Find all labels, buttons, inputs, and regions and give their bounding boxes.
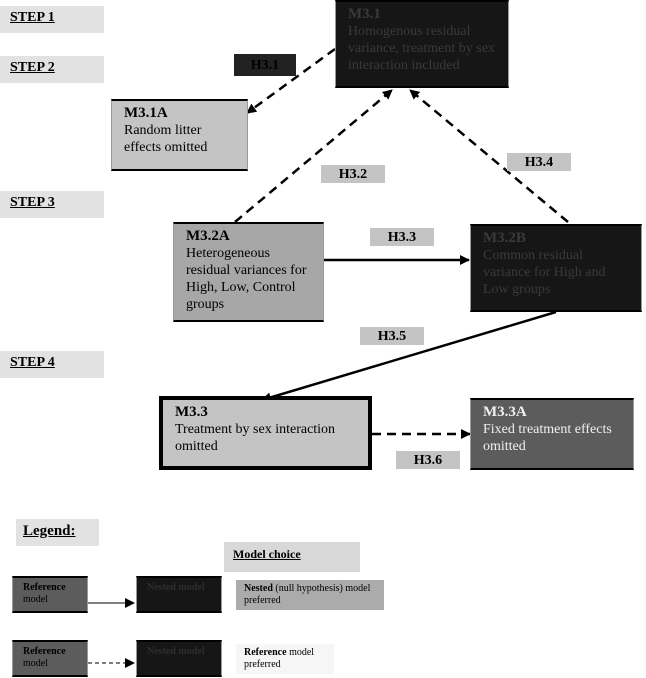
- model-m33a: M3.3A Fixed treatment effects omitted: [470, 398, 634, 470]
- model-m33a-title: M3.3A: [483, 404, 527, 420]
- arrow-h35: [261, 310, 557, 403]
- legend-reference-model-2-bold: Reference: [23, 646, 66, 657]
- model-m31: M3.1 Homogenous residual variance, treat…: [335, 0, 509, 88]
- legend-nested-preferred: Nested (null hypothesis) model preferred: [236, 580, 384, 610]
- model-m31a-text: Random litter effects omitted: [124, 123, 208, 155]
- model-m33: M3.3 Treatment by sex interaction omitte…: [159, 396, 372, 470]
- legend-reference-model-1: Reference model: [12, 576, 88, 613]
- step-2-label: STEP 2: [0, 56, 104, 83]
- legend-reference-preferred-rest: model preferred: [244, 647, 315, 670]
- legend-model-choice: Model choice: [224, 542, 360, 572]
- legend-reference-preferred: Reference model preferred: [236, 644, 334, 674]
- arrow-h34: [409, 89, 569, 223]
- model-m31a-title: M3.1A: [124, 105, 168, 121]
- step-1-label: STEP 1: [0, 6, 104, 33]
- arrow-h32: [234, 89, 393, 223]
- legend-title: Legend:: [16, 519, 99, 546]
- model-m32a-title: M3.2A: [186, 228, 230, 244]
- legend-reference-model-2-rest: model: [23, 658, 48, 669]
- hypothesis-h36: H3.6: [396, 451, 460, 469]
- hypothesis-h35: H3.5: [360, 327, 424, 345]
- model-m32b-text: Common residual variance for High and Lo…: [483, 248, 606, 297]
- legend-reference-model-1-rest: model: [23, 594, 48, 605]
- hypothesis-h34: H3.4: [507, 153, 571, 171]
- model-m33a-text: Fixed treatment effects omitted: [483, 422, 612, 454]
- model-m32b: M3.2B Common residual variance for High …: [470, 224, 642, 312]
- hypothesis-h32: H3.2: [321, 165, 385, 183]
- legend-nested-preferred-rest: (null hypothesis) model preferred: [244, 583, 371, 606]
- model-m33-title: M3.3: [175, 404, 208, 420]
- model-m32b-title: M3.2B: [483, 230, 526, 246]
- model-m31-text: Homogenous residual variance, treatment …: [348, 24, 495, 73]
- legend-nested-model-1: Nested model: [136, 576, 222, 613]
- hypothesis-h33: H3.3: [370, 228, 434, 246]
- legend-nested-preferred-bold: Nested: [244, 583, 273, 594]
- legend-nested-model-2: Nested model: [136, 640, 222, 677]
- legend-reference-model-1-bold: Reference: [23, 582, 66, 593]
- legend-reference-preferred-bold: Reference: [244, 647, 287, 658]
- model-m31a: M3.1A Random litter effects omitted: [111, 99, 248, 171]
- model-m33-text: Treatment by sex interaction omitted: [175, 422, 336, 454]
- step-3-label: STEP 3: [0, 191, 104, 218]
- arrow-h31: [246, 47, 336, 115]
- model-m32a: M3.2A Heterogeneous residual variances f…: [173, 222, 324, 322]
- model-m32a-text: Heterogeneous residual variances for Hig…: [186, 246, 307, 312]
- step-4-label: STEP 4: [0, 351, 104, 378]
- hypothesis-h31: H3.1: [234, 54, 296, 76]
- model-m31-title: M3.1: [348, 6, 381, 22]
- legend-reference-model-2: Reference model: [12, 640, 88, 677]
